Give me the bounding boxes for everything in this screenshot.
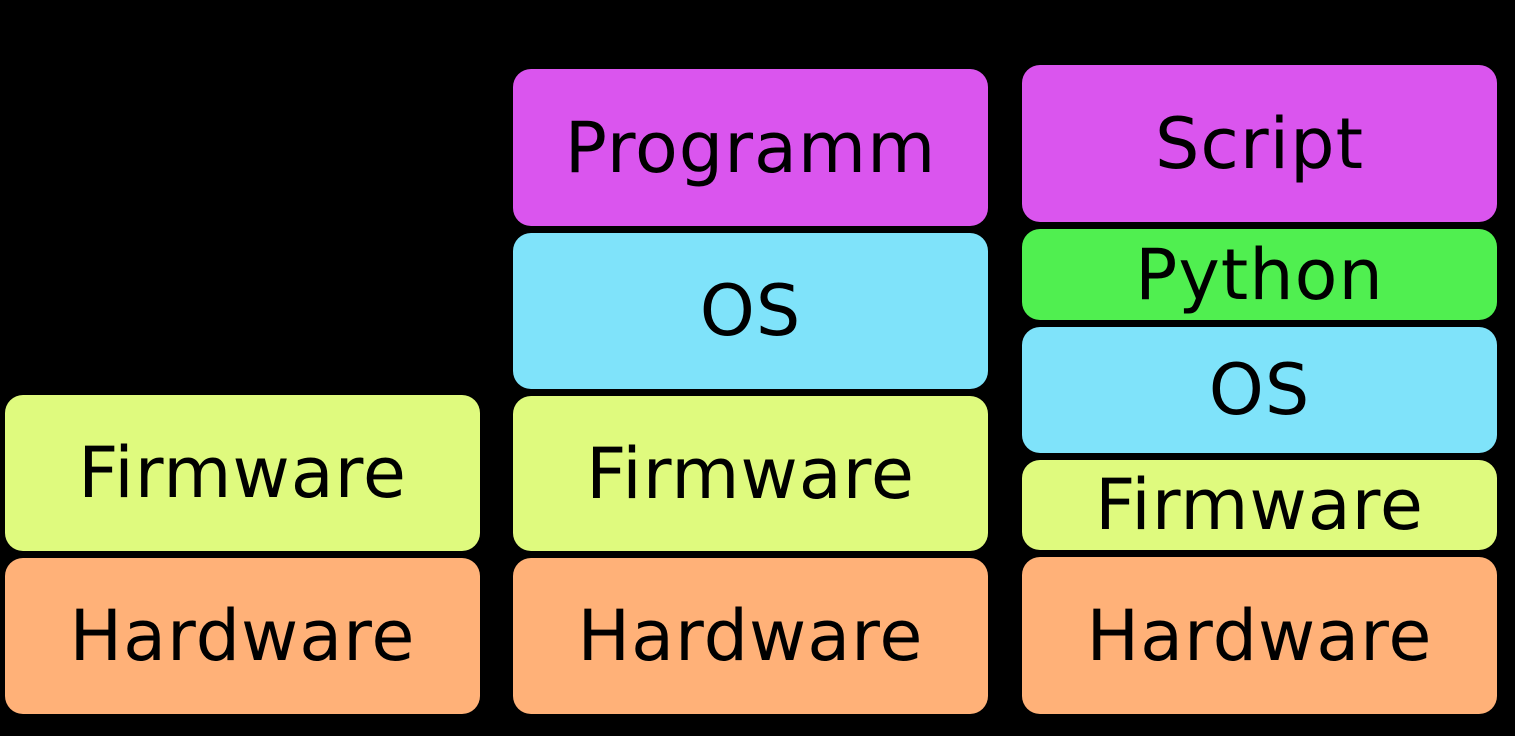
column-program-stack: Programm OS Firmware Hardware bbox=[513, 69, 988, 714]
layer-box-python: Python bbox=[1022, 229, 1497, 320]
layer-label-python: Python bbox=[1135, 233, 1384, 316]
layer-box-firmware: Firmware bbox=[5, 395, 480, 551]
layer-label-hardware: Hardware bbox=[1086, 594, 1433, 677]
layer-label-firmware: Firmware bbox=[1095, 464, 1424, 546]
layer-box-os: OS bbox=[513, 233, 988, 389]
layer-box-firmware: Firmware bbox=[1022, 460, 1497, 550]
layer-label-hardware: Hardware bbox=[577, 595, 924, 677]
layer-label-os: OS bbox=[699, 270, 802, 352]
layer-box-hardware: Hardware bbox=[513, 558, 988, 714]
layer-label-firmware: Firmware bbox=[78, 432, 407, 514]
layer-label-firmware: Firmware bbox=[586, 432, 915, 515]
layer-box-firmware: Firmware bbox=[513, 396, 988, 551]
layer-label-programm: Programm bbox=[564, 106, 937, 189]
layer-box-hardware: Hardware bbox=[5, 558, 480, 714]
layer-label-os: OS bbox=[1208, 349, 1311, 431]
column-hardware-firmware-stack: Firmware Hardware bbox=[5, 395, 480, 714]
column-script-stack: Script Python OS Firmware Hardware bbox=[1022, 65, 1497, 714]
layer-box-hardware: Hardware bbox=[1022, 557, 1497, 714]
layer-box-script: Script bbox=[1022, 65, 1497, 222]
layer-box-programm: Programm bbox=[513, 69, 988, 226]
layer-label-hardware: Hardware bbox=[69, 595, 416, 677]
layer-box-os: OS bbox=[1022, 327, 1497, 453]
layer-label-script: Script bbox=[1154, 102, 1365, 185]
